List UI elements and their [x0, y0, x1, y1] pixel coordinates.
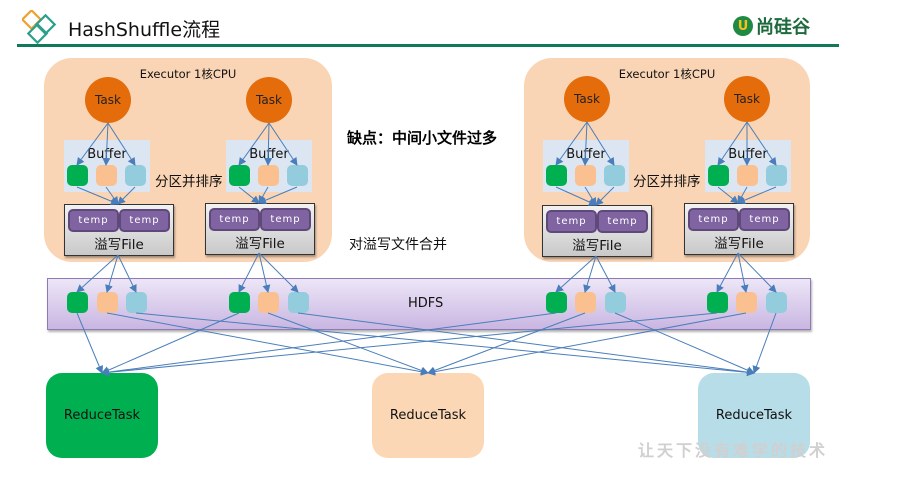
spill-file: temp temp 溢写File — [64, 204, 174, 256]
hdfs-partition-green — [229, 292, 250, 313]
hdfs-partition-blue — [605, 292, 626, 313]
partition-blue — [287, 165, 308, 186]
buffer: Buffer — [543, 140, 629, 192]
partition-blue — [604, 165, 625, 186]
hdfs-partition-blue — [766, 292, 787, 313]
buffer-label: Buffer — [566, 147, 606, 162]
hdfs-partition-peach — [575, 292, 596, 313]
reduce-task-3: ReduceTask — [698, 373, 810, 458]
task-node: Task — [85, 77, 131, 123]
merge-note: 对溢写文件合并 — [349, 237, 447, 253]
buffer-label: Buffer — [249, 147, 289, 162]
partition-green — [229, 165, 250, 186]
drawback-note: 缺点：中间小文件过多 — [347, 129, 498, 147]
spill-file-label: 溢写File — [94, 237, 144, 253]
spill-file: temp temp 溢写File — [205, 203, 315, 255]
partition-green — [546, 165, 567, 186]
temp-file: temp — [260, 208, 311, 231]
spill-file-label: 溢写File — [235, 236, 285, 252]
task-node: Task — [564, 76, 610, 122]
executor-label: Executor 1核CPU — [139, 67, 237, 81]
hdfs-partition-green — [707, 292, 728, 313]
buffer: Buffer — [226, 140, 312, 192]
logo-icon — [22, 10, 57, 45]
hdfs-partition-green — [546, 292, 567, 313]
spill-file: temp temp 溢写File — [684, 203, 794, 255]
partition-sort-label: 分区并排序 — [633, 174, 701, 190]
partition-sort-label: 分区并排序 — [155, 174, 223, 190]
temp-file: temp — [68, 209, 119, 232]
page-title: HashShuffle流程 — [68, 19, 221, 41]
watermark: 让天下没有难学的技术 — [638, 441, 829, 460]
temp-file: temp — [597, 210, 648, 233]
partition-blue — [766, 165, 787, 186]
hdfs-partition-green — [67, 292, 88, 313]
spill-file-label: 溢写File — [572, 238, 622, 254]
task-node: Task — [724, 76, 770, 122]
partition-green — [708, 165, 729, 186]
brand-logo: U 尚硅谷 — [733, 13, 810, 39]
spill-file-label: 溢写File — [714, 236, 764, 252]
reduce-task-1: ReduceTask — [46, 373, 158, 458]
hdfs-band: HDFS — [47, 278, 811, 330]
hdfs-partition-peach — [736, 292, 757, 313]
buffer-label: Buffer — [87, 147, 127, 162]
task-node: Task — [246, 77, 292, 123]
temp-file: temp — [688, 208, 739, 231]
brand-name: 尚硅谷 — [756, 17, 810, 38]
spill-file: temp temp 溢写File — [542, 205, 652, 257]
partition-peach — [258, 165, 279, 186]
hdfs-partition-blue — [126, 292, 147, 313]
buffer-label: Buffer — [728, 147, 768, 162]
buffer: Buffer — [64, 140, 150, 192]
buffer: Buffer — [705, 140, 791, 192]
hdfs-partition-blue — [288, 292, 309, 313]
hdfs-partition-peach — [258, 292, 279, 313]
hdfs-label: HDFS — [408, 296, 444, 311]
header-divider — [17, 44, 839, 47]
partition-peach — [575, 165, 596, 186]
executor-label: Executor 1核CPU — [618, 67, 716, 81]
partition-peach — [96, 165, 117, 186]
temp-file: temp — [209, 208, 260, 231]
partition-peach — [737, 165, 758, 186]
temp-file: temp — [739, 208, 790, 231]
brand-mark-icon: U — [733, 16, 753, 36]
temp-file: temp — [119, 209, 170, 232]
hdfs-partition-peach — [97, 292, 118, 313]
partition-blue — [125, 165, 146, 186]
reduce-task-2: ReduceTask — [372, 373, 484, 458]
partition-green — [67, 165, 88, 186]
temp-file: temp — [546, 210, 597, 233]
